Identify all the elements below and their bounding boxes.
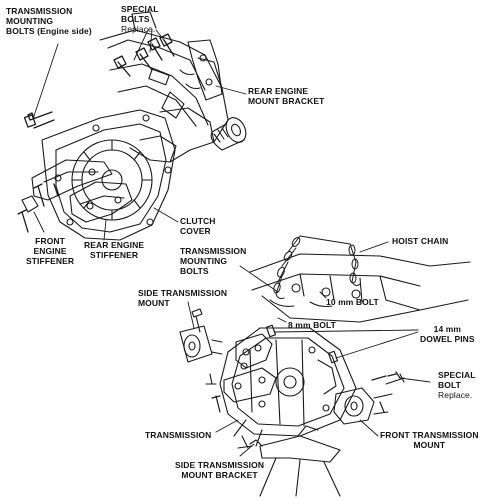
upper-leader-lines <box>33 29 247 241</box>
label-line: DOWEL PINS <box>420 334 475 344</box>
label-line: BOLTS (Engine side) <box>6 26 92 36</box>
label-front-transmission-mount: FRONT TRANSMISSION MOUNT <box>380 430 479 450</box>
label-line: MOUNT BRACKET <box>181 470 258 480</box>
label-line: SPECIAL <box>438 370 476 380</box>
label-line: REAR ENGINE <box>84 240 145 250</box>
engine-block-drawing <box>99 11 229 163</box>
label-line: STIFFENER <box>90 250 139 260</box>
label-14mm-dowel-pins: 14 mm DOWEL PINS <box>420 324 475 344</box>
label-line: 10 mm BOLT <box>326 297 379 307</box>
label-line: BOLTS <box>180 266 209 276</box>
label-transmission-mounting-bolts: TRANSMISSION MOUNTING BOLTS <box>180 246 246 276</box>
lower-leader-lines <box>187 241 431 457</box>
label-line: MOUNT <box>138 298 170 308</box>
label-side-transmission-mount-bracket: SIDE TRANSMISSION MOUNT BRACKET <box>175 460 264 480</box>
label-special-bolts-top: SPECIAL BOLTS Replace. <box>121 4 159 34</box>
label-line: REAR ENGINE <box>248 86 309 96</box>
label-line: MOUNTING <box>180 256 228 266</box>
label-line: CLUTCH <box>180 216 216 226</box>
label-note: Replace. <box>121 24 156 34</box>
label-line: FRONT TRANSMISSION <box>380 430 479 440</box>
label-line: BOLTS <box>121 14 150 24</box>
label-line: SIDE TRANSMISSION <box>175 460 265 470</box>
damper-cylinder-drawing <box>210 117 247 151</box>
label-transmission: TRANSMISSION <box>145 430 211 440</box>
label-8mm-bolt: 8 mm BOLT <box>288 320 336 330</box>
label-side-transmission-mount: SIDE TRANSMISSION MOUNT <box>138 288 227 308</box>
label-line: MOUNT BRACKET <box>248 96 325 106</box>
clutch-cover-drawing <box>41 109 176 241</box>
rear-engine-stiffener-drawing <box>69 181 133 223</box>
label-rear-engine-mount-bracket: REAR ENGINE MOUNT BRACKET <box>248 86 324 106</box>
label-hoist-chain: HOIST CHAIN <box>392 236 448 246</box>
label-line: TRANSMISSION <box>180 246 247 256</box>
label-front-engine-stiffener: FRONT ENGINE STIFFENER <box>26 236 74 266</box>
label-special-bolt-right: SPECIAL BOLT Replace. <box>438 370 476 400</box>
jack-stand-drawing <box>249 425 341 497</box>
label-line: TRANSMISSION <box>6 6 73 16</box>
front-transmission-mount-drawing <box>333 373 405 425</box>
hoist-engine-block-drawing <box>249 253 471 323</box>
label-line: SPECIAL <box>121 4 159 14</box>
label-line: FRONT <box>35 236 65 246</box>
label-10mm-bolt: 10 mm BOLT <box>326 297 379 307</box>
label-note: Replace. <box>438 390 473 400</box>
side-transmission-mount-bracket-drawing <box>223 333 277 449</box>
label-transmission-mounting-bolts-engine-side: TRANSMISSION MOUNTING BOLTS (Engine side… <box>6 6 92 36</box>
label-clutch-cover: CLUTCH COVER <box>180 216 216 236</box>
label-line: TRANSMISSION <box>145 430 212 440</box>
rear-engine-mount-bracket-drawing <box>187 39 223 101</box>
side-transmission-mount-drawing <box>179 308 223 385</box>
label-line: 14 mm <box>433 324 462 334</box>
label-line: SIDE TRANSMISSION <box>138 288 228 298</box>
label-line: STIFFENER <box>26 256 75 266</box>
hoist-chain-drawing <box>273 235 361 299</box>
label-line: 8 mm BOLT <box>288 320 336 330</box>
dowel-pins-drawing <box>211 324 401 413</box>
label-line: COVER <box>180 226 211 236</box>
front-engine-stiffener-drawing <box>21 159 113 213</box>
label-line: ENGINE <box>33 246 67 256</box>
label-rear-engine-stiffener: REAR ENGINE STIFFENER <box>84 240 144 260</box>
label-line: MOUNT <box>413 440 446 450</box>
label-line: BOLT <box>438 380 461 390</box>
label-line: MOUNTING <box>6 16 54 26</box>
label-line: HOIST CHAIN <box>392 236 449 246</box>
